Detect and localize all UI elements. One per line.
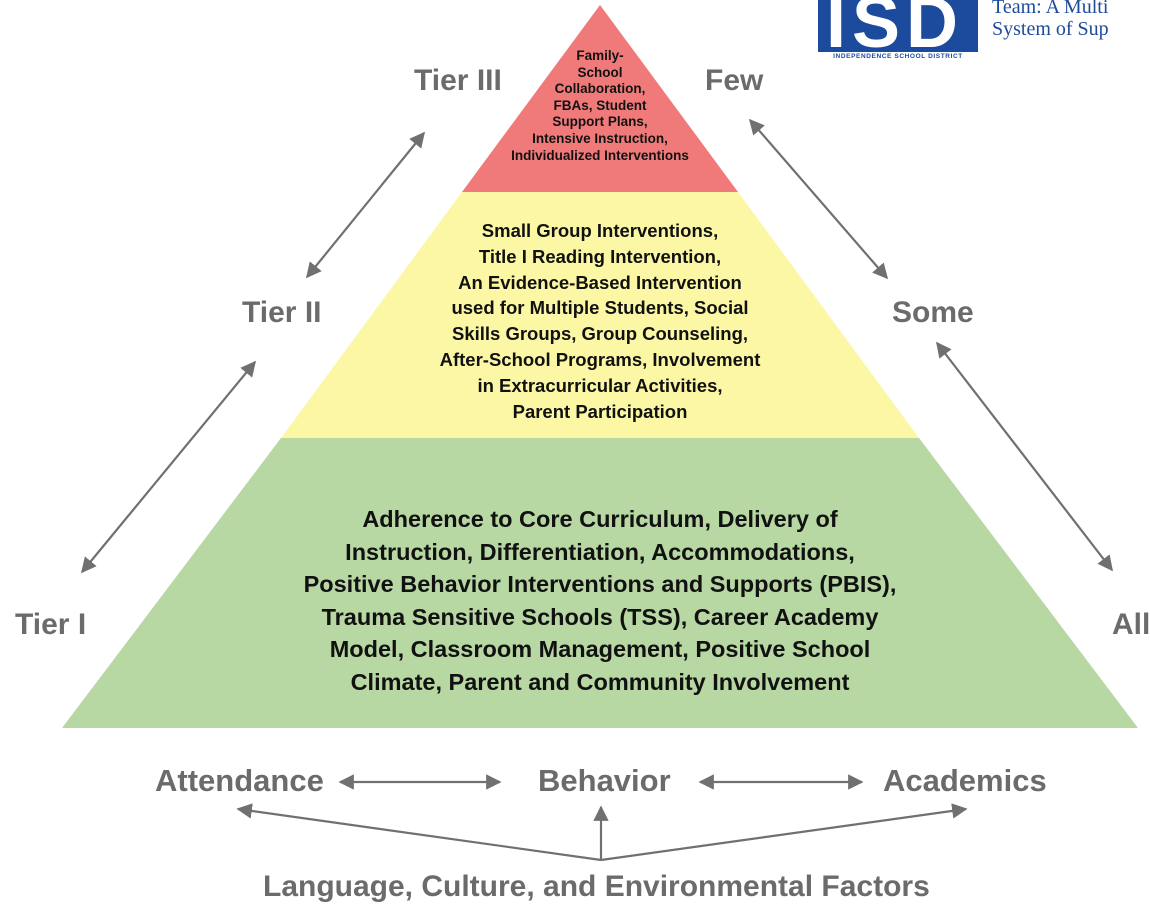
logo-badge: ISD — [818, 0, 978, 52]
arrow-tier2-tier1 — [81, 360, 256, 574]
tier2-interventions: Small Group Interventions, Title I Readin… — [405, 218, 795, 424]
header-title-line1: Team: A Multi — [992, 0, 1109, 18]
tier-text-line: Family- — [576, 48, 624, 63]
tier-text-line: Individualized Interventions — [511, 147, 689, 163]
tier-text-line: Adherence to Core Curriculum, Delivery o… — [362, 506, 838, 532]
tier-text-line: Parent Participation — [512, 400, 688, 422]
tier-text-line: used for Multiple Students, Social — [451, 297, 749, 319]
tier3-label: Tier III — [414, 64, 502, 97]
tier1-label: Tier I — [15, 608, 87, 641]
tier-text-line: FBAs, Student — [553, 97, 647, 113]
foundation-factors-label: Language, Culture, and Environmental Fac… — [263, 870, 930, 903]
arrow-factors-attendance — [236, 803, 602, 862]
attendance-label: Attendance — [155, 763, 324, 798]
reach-few-label: Few — [705, 64, 764, 97]
reach-some-label: Some — [892, 296, 974, 329]
tier-text-line: Positive Behavior Interventions and Supp… — [303, 571, 897, 597]
logo-caption: INDEPENDENCE SCHOOL DISTRICT — [833, 53, 963, 60]
tier-text-line: Collaboration, — [554, 81, 646, 97]
tier-text-line: An Evidence-Based Intervention — [458, 271, 742, 293]
tier-text-line: in Extracurricular Activities, — [477, 374, 723, 396]
arrow-few-some — [748, 118, 889, 280]
tier-text-line: After-School Programs, Involvement — [439, 348, 761, 370]
tier-text-line: Intensive Instruction, — [532, 130, 668, 146]
tier-text-line: Support Plans, — [552, 114, 648, 130]
header-title: Team: A Multi System of Sup — [992, 0, 1150, 62]
behavior-label: Behavior — [538, 763, 671, 798]
tier1-interventions: Adherence to Core Curriculum, Delivery o… — [255, 503, 945, 698]
tier1-band — [62, 438, 1138, 728]
academics-label: Academics — [883, 763, 1047, 798]
tier-text-line: Trauma Sensitive Schools (TSS), Career A… — [321, 603, 879, 630]
tier-text-line: Skills Groups, Group Counseling, — [451, 323, 749, 345]
arrow-tier3-tier2 — [306, 131, 425, 279]
header-title-line2: System of Sup — [992, 18, 1109, 40]
tier-text-line: Model, Classroom Management, Positive Sc… — [329, 636, 871, 662]
reach-all-label: All — [1112, 608, 1150, 641]
tier-text-line: Small Group Interventions, — [481, 220, 719, 241]
arrow-some-all — [936, 341, 1113, 572]
tier2-label: Tier II — [242, 296, 322, 329]
tier3-band — [462, 5, 738, 192]
arrow-factors-academics — [600, 803, 968, 862]
district-logo: ISD INDEPENDENCE SCHOOL DISTRICT — [818, 0, 978, 62]
tier-text-line: School — [577, 64, 623, 80]
tier-text-line: Climate, Parent and Community Involvemen… — [350, 668, 850, 695]
tier-text-line: Instruction, Differentiation, Accommodat… — [345, 538, 855, 565]
tier-text-line: Title I Reading Intervention, — [478, 245, 722, 267]
logo-letters: ISD — [826, 0, 965, 52]
